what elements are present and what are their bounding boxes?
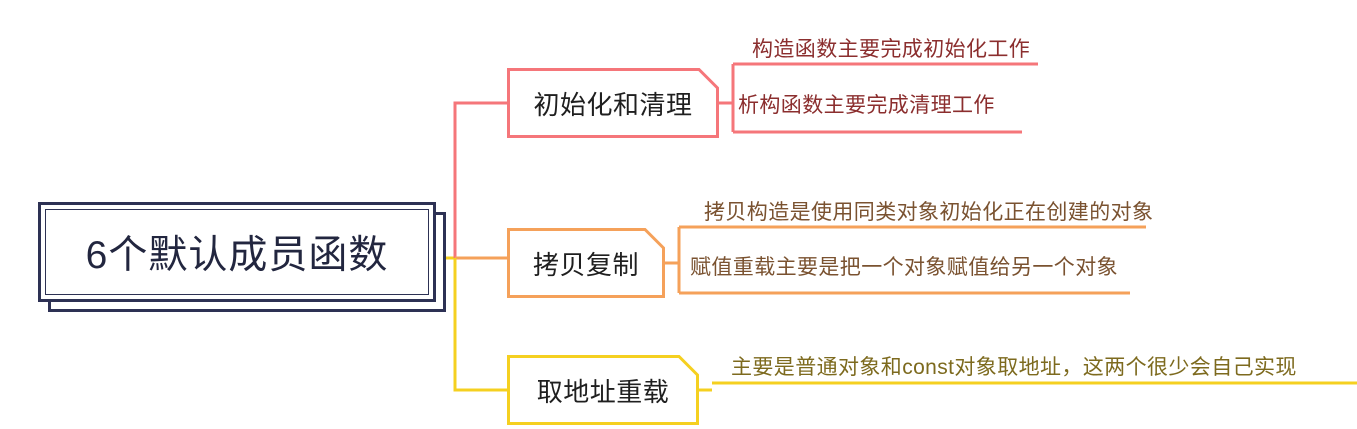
leaf-label-0-1: 析构函数主要完成清理工作 — [738, 94, 995, 117]
branch-node-label-1: 拷贝复制 — [532, 249, 639, 280]
branch-node-初始化和清理[interactable]: 初始化和清理 — [507, 68, 719, 138]
root-node-box: 6个默认成员函数 — [38, 202, 436, 302]
branch-node-label-0: 初始化和清理 — [533, 89, 693, 120]
leaf-label-1-1: 赋值重载主要是把一个对象赋值给另一个对象 — [690, 256, 1118, 279]
connector-branch-0 — [453, 101, 507, 258]
root-node[interactable]: 6个默认成员函数 — [38, 202, 446, 312]
folded-corner-shape-2 — [507, 355, 699, 425]
folded-corner-shape-1 — [507, 228, 665, 298]
leaf-label-2-0: 主要是普通对象和const对象取地址，这两个很少会自己实现 — [731, 356, 1297, 379]
leaf-label-1-0: 拷贝构造是使用同类对象初始化正在创建的对象 — [704, 201, 1154, 224]
branch-node-拷贝复制[interactable]: 拷贝复制 — [507, 228, 665, 298]
root-node-label: 6个默认成员函数 — [85, 234, 389, 277]
branch-node-取地址重载[interactable]: 取地址重载 — [507, 355, 699, 425]
branch-node-label-2: 取地址重载 — [536, 376, 670, 407]
folded-corner-shape-0 — [507, 68, 719, 138]
connector-branch-2 — [453, 258, 507, 392]
leaf-label-0-0: 构造函数主要完成初始化工作 — [752, 38, 1031, 61]
